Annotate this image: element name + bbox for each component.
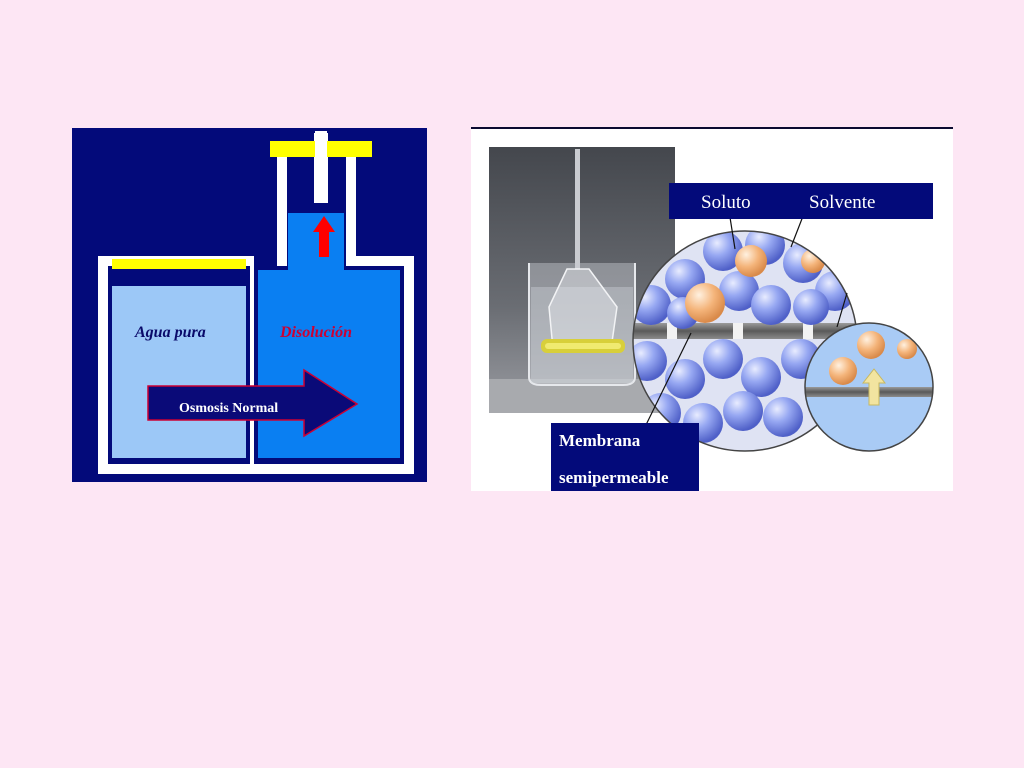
membrane-illustration: Soluto Solvente Membrana semipermeable bbox=[471, 127, 953, 491]
pure-water-label: Agua pura bbox=[134, 324, 206, 341]
left-piston-plate bbox=[112, 259, 246, 269]
top-rule bbox=[471, 127, 953, 129]
detail-view bbox=[804, 322, 934, 452]
solute-label: Soluto bbox=[701, 192, 751, 213]
solution-rise-arrow bbox=[313, 216, 335, 257]
right-piston-rod bbox=[315, 131, 327, 199]
osmosis-flow-arrow bbox=[147, 368, 359, 438]
left-piston-base bbox=[112, 269, 246, 284]
membrane-label-line2: semipermeable bbox=[559, 468, 669, 487]
solvent-label: Solvente bbox=[809, 192, 876, 213]
magnified-view bbox=[632, 230, 858, 452]
membrane-label-line1: Membrana bbox=[559, 431, 641, 450]
osmosis-diagram: Agua pura Disolución Osmosis Normal bbox=[72, 128, 427, 482]
pure-water-compartment bbox=[112, 286, 246, 458]
solute-solvent-label-box bbox=[669, 183, 933, 219]
osmosis-flow-label: Osmosis Normal bbox=[179, 401, 278, 416]
membrane-label-box bbox=[551, 423, 699, 491]
solution-label: Disolución bbox=[279, 324, 352, 341]
